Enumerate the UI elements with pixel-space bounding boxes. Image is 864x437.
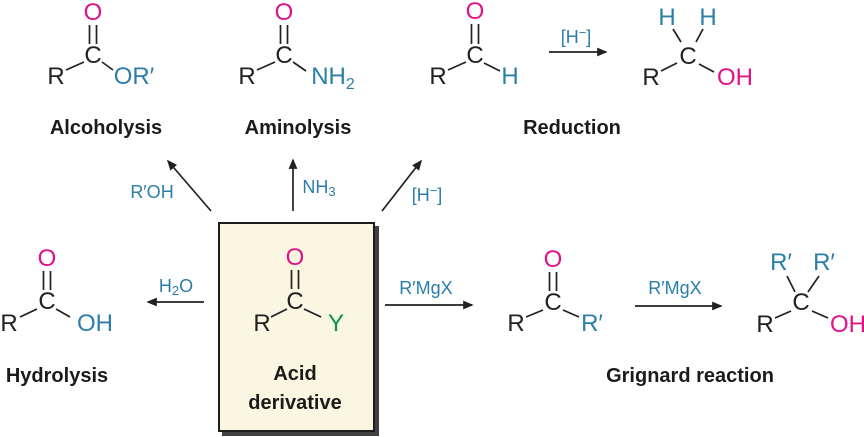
reagent-hydride-top: [H−] <box>561 26 592 46</box>
aldehyde-atom-c: C <box>466 42 484 69</box>
hydride-side-pre: [H <box>411 185 430 205</box>
amide-atom-o: O <box>274 0 294 26</box>
ketone-atom-o: O <box>543 246 563 273</box>
tertiary-alcohol-atom-oh: OH <box>830 311 864 338</box>
acid-derivative-atom-c: C <box>286 288 304 315</box>
hydride-side-post: ] <box>437 185 443 205</box>
amide-nh2-base: NH <box>311 63 346 90</box>
hydride-sup: − <box>578 25 587 40</box>
ester-atom-o: O <box>83 0 103 26</box>
acid-derivative-box <box>218 222 375 432</box>
primary-alcohol-atom-r: R <box>642 64 660 91</box>
ketone-atom-r-prime: R′ <box>581 310 603 337</box>
ester-atom-c: C <box>84 42 102 69</box>
acid-atom-c: C <box>38 288 56 315</box>
label-acid-derivative-line2: derivative <box>248 392 342 414</box>
label-alcoholysis: Alcoholysis <box>49 117 163 139</box>
amide-atom-c: C <box>275 42 293 69</box>
acid-atom-oh: OH <box>77 310 113 337</box>
primary-alcohol-atom-h1: H <box>658 4 676 31</box>
label-aminolysis: Aminolysis <box>244 117 352 139</box>
ketone-atom-c: C <box>544 289 562 316</box>
aldehyde-atom-o: O <box>465 0 485 25</box>
acid-atom-o: O <box>37 245 57 272</box>
tertiary-alcohol-atom-c: C <box>792 289 810 316</box>
reagent-rmgx-1: R′MgX <box>399 278 453 298</box>
tertiary-alcohol-atom-r-prime-1: R′ <box>770 249 792 276</box>
label-grignard: Grignard reaction <box>606 365 774 387</box>
primary-alcohol-atom-h2: H <box>699 4 717 31</box>
acid-atom-r: R <box>0 310 18 337</box>
acid-derivative-atom-o: O <box>285 244 305 271</box>
arrow-alcoholysis <box>166 159 212 212</box>
reagent-nh3: NH3 <box>302 178 335 198</box>
amide-atom-nh2: NH2 <box>311 65 355 93</box>
acid-derivative-atom-y: Y <box>327 310 345 337</box>
aldehyde-atom-r: R <box>429 63 447 90</box>
reagent-r-prime-oh: R′OH <box>130 182 174 202</box>
hydride-side-sup: − <box>429 183 438 198</box>
nh3-base: NH <box>302 177 329 197</box>
amide-nh2-subscript: 2 <box>345 76 355 93</box>
ester-atom-or: OR′ <box>113 63 155 90</box>
reagent-hydride-side: [H−] <box>412 184 443 204</box>
tertiary-alcohol-atom-r: R <box>756 311 774 338</box>
aldehyde-atom-h: H <box>501 63 519 90</box>
ester-atom-r: R <box>47 63 65 90</box>
h2o-subscript: 2 <box>171 283 180 298</box>
amide-atom-r: R <box>238 63 256 90</box>
label-hydrolysis: Hydrolysis <box>5 365 109 387</box>
label-reduction: Reduction <box>523 117 621 139</box>
h2o-post: O <box>179 276 194 296</box>
nh3-subscript: 3 <box>328 184 336 199</box>
label-acid-derivative-line1: Acid <box>273 363 317 385</box>
reagent-h2o: H2O <box>159 277 193 297</box>
h2o-pre: H <box>158 276 172 296</box>
acid-derivative-atom-r: R <box>253 310 271 337</box>
primary-alcohol-atom-c: C <box>679 43 697 70</box>
tertiary-alcohol-atom-r-prime-2: R′ <box>813 249 835 276</box>
reagent-rmgx-2: R′MgX <box>648 278 702 298</box>
hydride-post: ] <box>586 27 592 47</box>
hydride-pre: [H <box>560 27 579 47</box>
ketone-atom-r: R <box>507 310 525 337</box>
primary-alcohol-atom-oh: OH <box>717 64 753 91</box>
